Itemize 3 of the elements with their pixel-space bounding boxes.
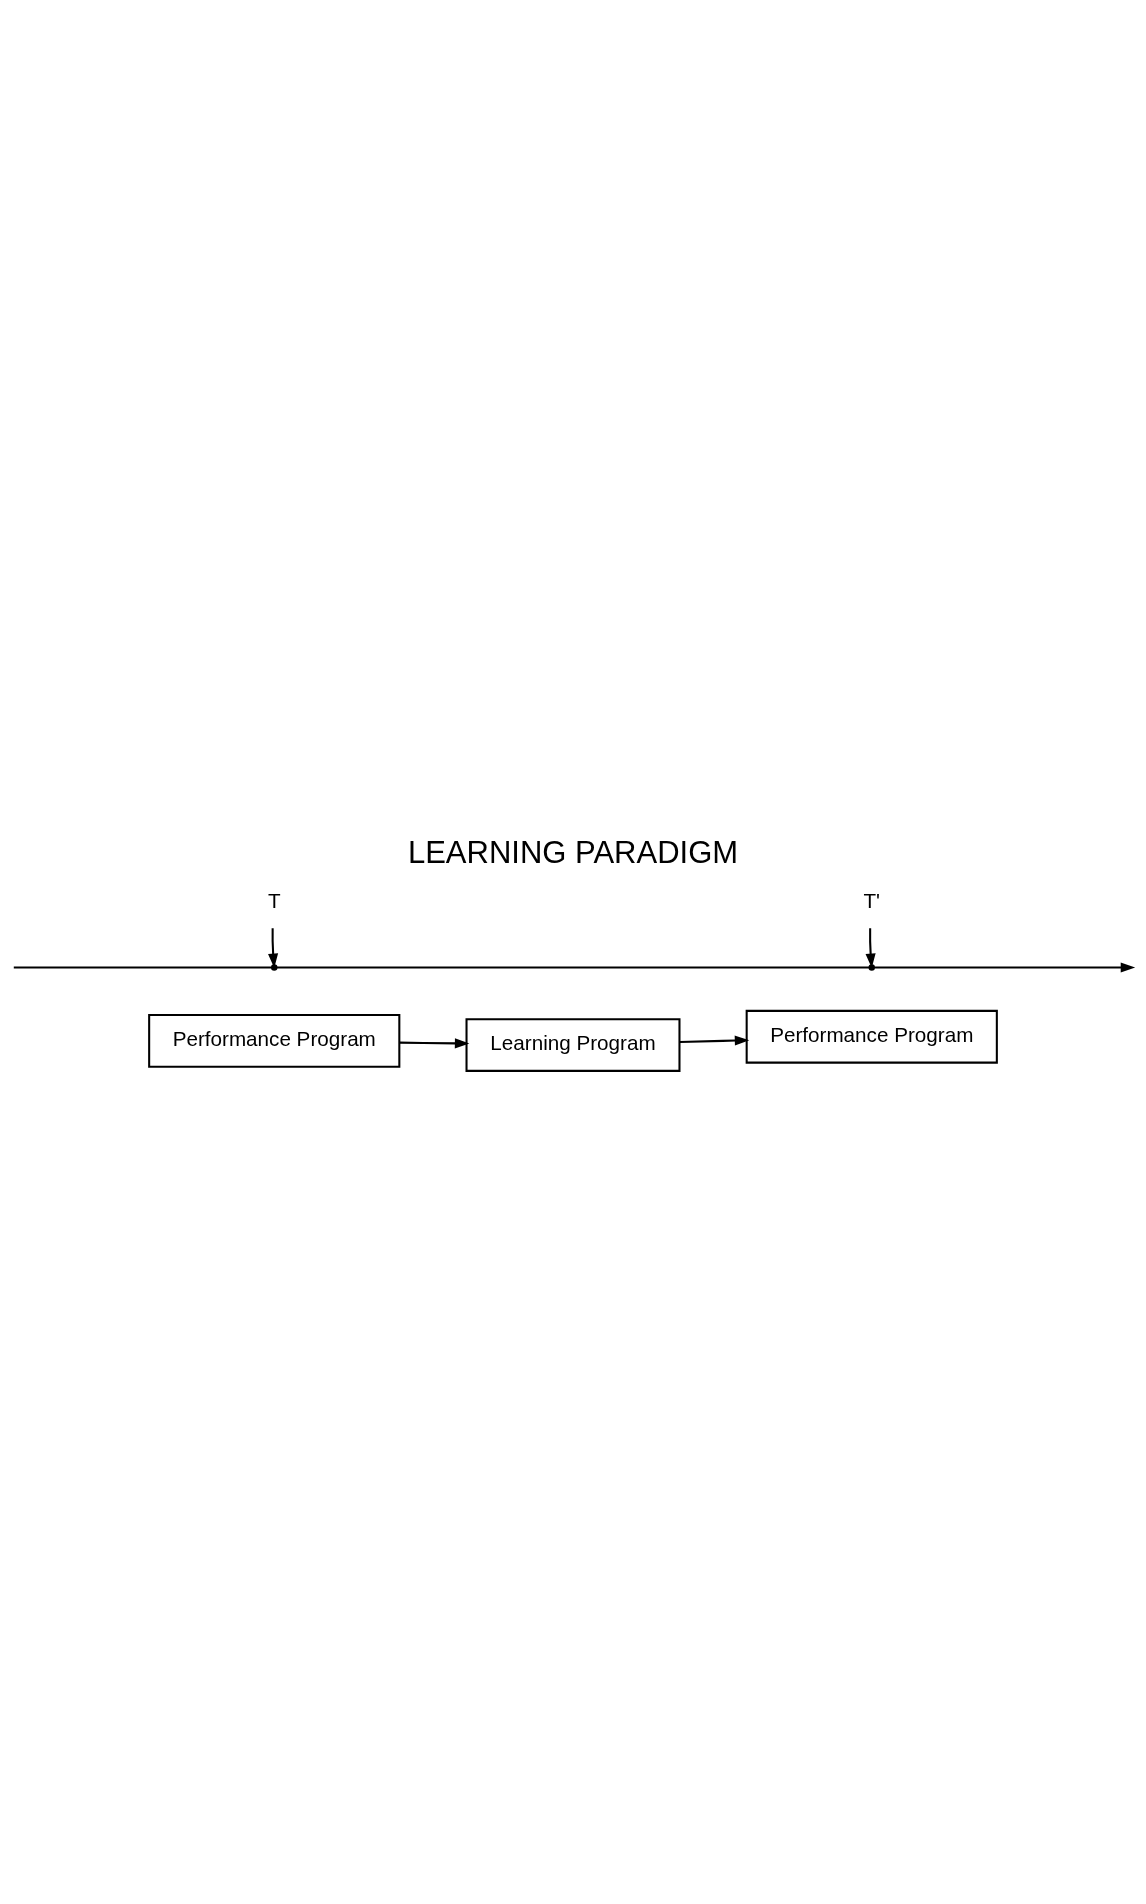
node-text: T' xyxy=(863,888,881,912)
node-text: T xyxy=(267,888,281,912)
diagram-title: LEARNING PARADIGM xyxy=(407,834,739,870)
